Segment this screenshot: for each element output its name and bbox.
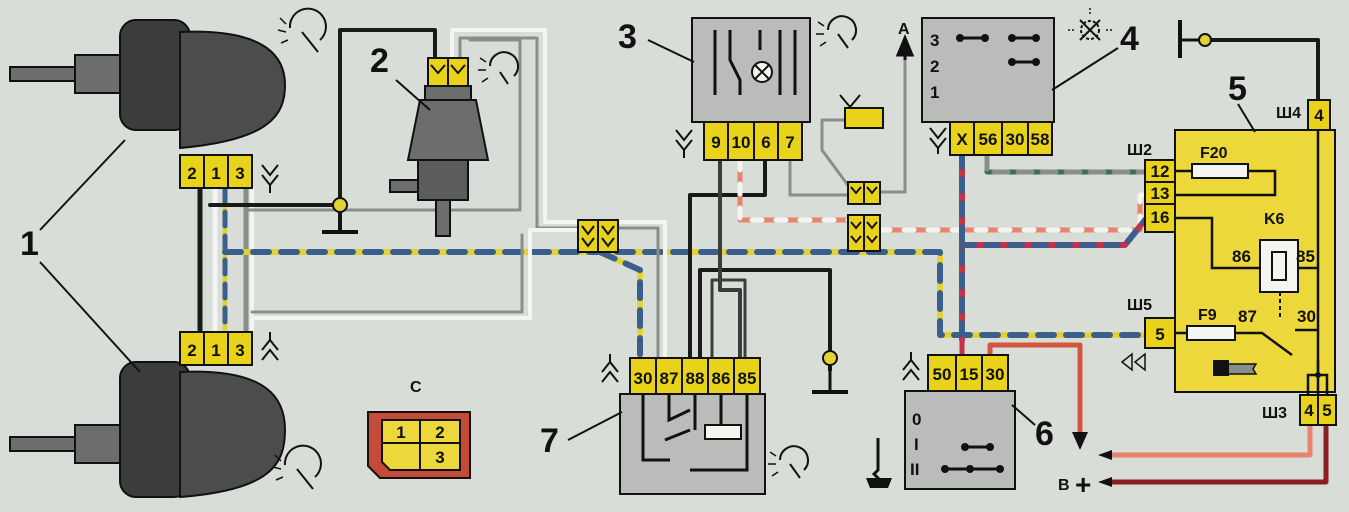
ground-icon [812, 350, 848, 394]
pin-label: 56 [979, 130, 998, 149]
wiper-switch: 9 10 6 7 [691, 17, 811, 161]
pin-label: 85 [738, 369, 757, 388]
pin-label: 2 [187, 341, 196, 360]
pin-label: 30 [634, 369, 653, 388]
motor-top-connector: 2 1 3 [179, 154, 253, 189]
callout-wiper-relay: 7 [540, 422, 559, 460]
pin-label: 3 [235, 341, 244, 360]
ground-icon [1178, 20, 1212, 58]
connector-label: Ш2 [1127, 142, 1152, 159]
pin-label: 6 [761, 133, 770, 152]
pin-label: 5 [1322, 401, 1331, 420]
fuse-label: F9 [1198, 307, 1217, 324]
connector-label: Ш5 [1127, 297, 1152, 314]
wiper-icon [768, 445, 809, 479]
callout-mounting-block: 5 [1228, 70, 1247, 108]
pin-label: 4 [1314, 106, 1324, 125]
position-label: I [914, 435, 919, 454]
pin-label: 1 [211, 164, 220, 183]
pin-label: 16 [1151, 208, 1170, 227]
pin-label: 86 [712, 369, 731, 388]
inline-connector [847, 181, 881, 205]
label-plus: + [1075, 469, 1091, 500]
fuse-label: F20 [1200, 145, 1228, 162]
plug-icon [902, 352, 920, 381]
socket-icon [261, 164, 279, 193]
wiper-icon [277, 7, 327, 53]
callout-motors: 1 [20, 225, 39, 263]
key-icon [866, 438, 892, 488]
connector-c: 1 2 3 [367, 411, 471, 479]
wiper-icon [272, 444, 322, 490]
position-label: 3 [930, 31, 939, 50]
plug-icon [261, 332, 279, 361]
relay-pin-label: 30 [1297, 307, 1316, 326]
connector-plug [839, 94, 884, 129]
lamp-off-icon [1068, 8, 1112, 41]
arrow-icon [895, 34, 915, 60]
pin-label: 1 [396, 423, 405, 442]
pin-label: 4 [1304, 401, 1314, 420]
connector-label: Ш3 [1262, 405, 1287, 422]
position-label: II [910, 460, 919, 479]
label-arrow-a: A [898, 21, 910, 38]
callout-wiper-switch: 3 [618, 18, 637, 56]
relay-label: K6 [1264, 211, 1285, 228]
socket-icon [929, 127, 947, 154]
pin-label: 87 [660, 369, 679, 388]
callout-ignition-switch: 6 [1035, 415, 1054, 453]
wiper-icon [816, 15, 857, 49]
callout-pump: 2 [370, 42, 389, 80]
pin-label: 30 [1006, 130, 1025, 149]
pin-label: 12 [1151, 162, 1170, 181]
pin-label: 13 [1151, 184, 1170, 203]
pin-label: 88 [686, 369, 705, 388]
pin-label: 58 [1031, 130, 1050, 149]
pin-label: 2 [187, 164, 196, 183]
socket-icon [675, 129, 693, 158]
wires [197, 28, 1329, 485]
key-icon [1213, 360, 1258, 376]
inline-connector [847, 214, 881, 252]
arrow-icon [1072, 432, 1088, 450]
pin-label: 1 [211, 341, 220, 360]
wiper-relay: 30 87 88 86 85 [619, 357, 766, 495]
relay-pin-label: 85 [1296, 247, 1315, 266]
relay-pin-label: 86 [1232, 247, 1251, 266]
washer-icon [478, 51, 519, 85]
position-label: 0 [912, 410, 921, 429]
wiper-motor-top [9, 19, 287, 150]
mounting-block: 12 13 16 Ш2 4 Ш4 5 Ш5 4 5 Ш3 F20 K6 86 8… [1127, 99, 1337, 426]
pin-label: 3 [235, 164, 244, 183]
pin-label: 5 [1155, 325, 1164, 344]
position-label: 1 [930, 83, 939, 102]
callout-light-switch: 4 [1120, 20, 1139, 58]
motor-bottom-connector: 2 1 3 [179, 331, 253, 366]
pin-label: 10 [732, 133, 751, 152]
light-switch: 3 2 1 X 56 30 58 [921, 17, 1055, 156]
relay-pin-label: 87 [1238, 307, 1257, 326]
pin-label: 15 [960, 365, 979, 384]
ground-icon [322, 197, 358, 234]
pin-label: 50 [933, 365, 952, 384]
label-arrow-b: B [1058, 477, 1070, 494]
ignition-switch: 50 15 30 0 I II [904, 354, 1016, 490]
position-label: 2 [930, 57, 939, 76]
plug-icon [1120, 352, 1146, 372]
view-label: С [410, 379, 422, 396]
pin-label: 30 [986, 365, 1005, 384]
pin-label: X [956, 130, 968, 149]
pin-label: 3 [435, 448, 444, 467]
pin-label: 7 [785, 133, 794, 152]
plug-icon [601, 354, 619, 383]
pin-label: 9 [711, 133, 720, 152]
washer-pump [389, 57, 490, 237]
wiper-motor-bottom [9, 361, 287, 499]
pin-label: 2 [435, 423, 444, 442]
inline-connector [577, 219, 619, 253]
connector-label: Ш4 [1276, 105, 1301, 122]
